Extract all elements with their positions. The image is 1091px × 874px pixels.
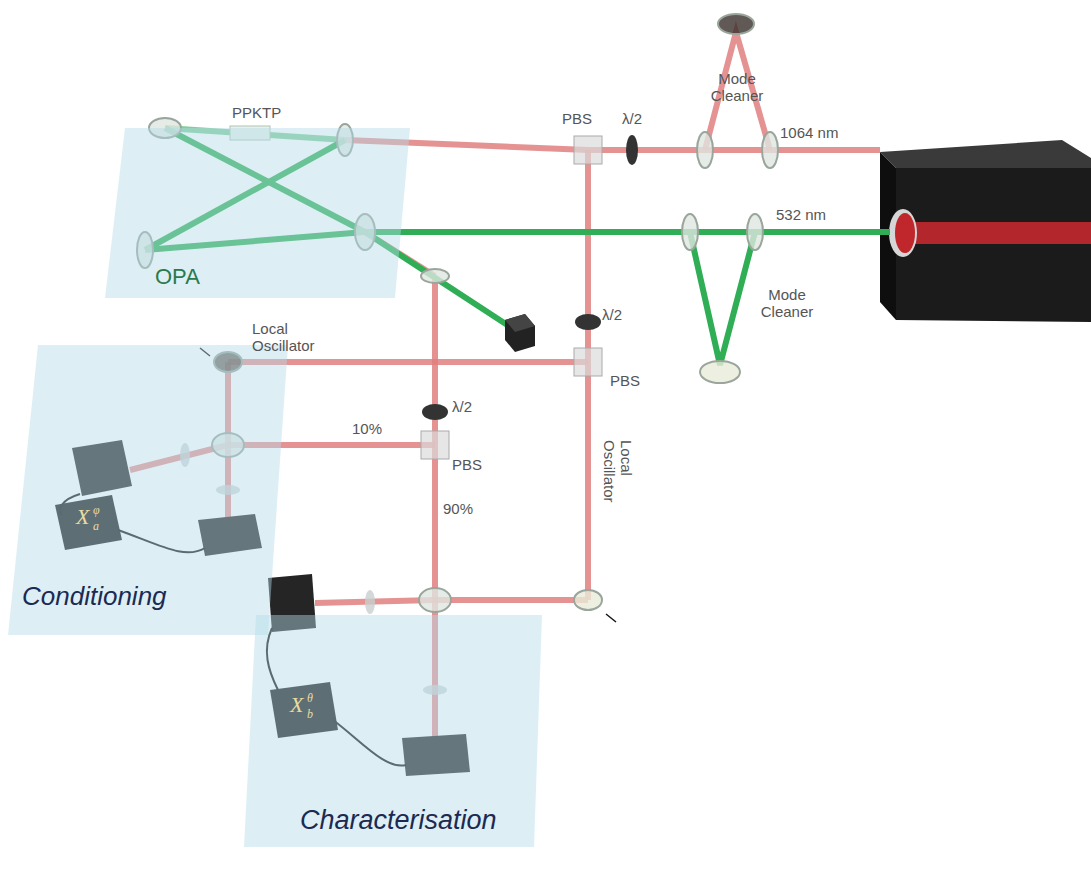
component-label: 90% xyxy=(443,500,473,517)
panel-title: Conditioning xyxy=(22,581,167,612)
quadrature-label: φ xyxy=(93,504,100,516)
laser xyxy=(880,140,1091,322)
quadrature-label: θ xyxy=(307,692,313,704)
component-label: Mode Cleaner xyxy=(702,70,772,105)
quadrature-label: b xyxy=(307,708,313,720)
quadrature-label: X xyxy=(76,506,89,528)
panel-region: Conditioning xyxy=(8,345,288,635)
panel-fill xyxy=(105,128,410,298)
component-label: 1064 nm xyxy=(780,124,838,141)
component-label: 10% xyxy=(352,420,382,437)
component-label: Mode Cleaner xyxy=(752,286,822,321)
panel-region: Characterisation xyxy=(244,615,542,847)
component-label: Local Oscillator xyxy=(252,320,332,355)
component-label: λ/2 xyxy=(452,398,472,415)
panel-shape xyxy=(105,128,410,298)
component-label: PBS xyxy=(562,110,592,127)
panel-fill xyxy=(244,615,542,847)
component-label: λ/2 xyxy=(602,306,622,323)
component-label: Local Oscillator xyxy=(600,440,635,520)
panel-region: OPA xyxy=(105,128,410,298)
component-label: λ/2 xyxy=(622,110,642,127)
beam-dump xyxy=(505,314,535,352)
component-label: PBS xyxy=(610,372,640,389)
panel-title: Characterisation xyxy=(300,805,497,836)
quadrature-label: X xyxy=(290,694,303,716)
component-label: PBS xyxy=(452,456,482,473)
panel-fill xyxy=(8,345,288,635)
optics xyxy=(421,135,638,459)
component-label: PPKTP xyxy=(232,104,281,121)
quadrature-label: a xyxy=(93,520,99,532)
panel-title: OPA xyxy=(155,264,200,290)
component-label: 532 nm xyxy=(776,206,826,223)
